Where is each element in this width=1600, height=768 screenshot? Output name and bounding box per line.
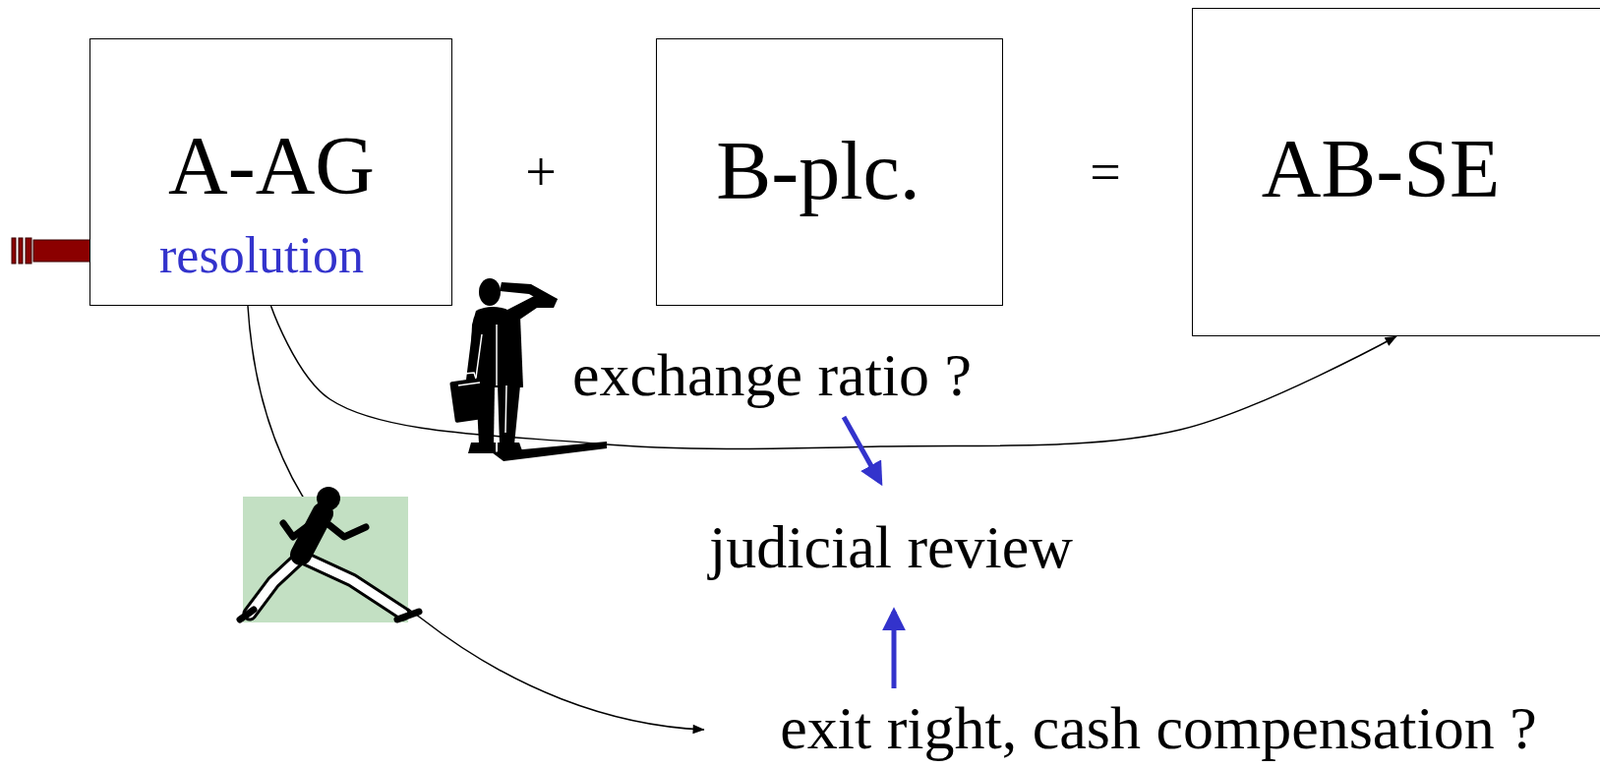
question-label: exchange ratio ? [570,341,974,409]
company-box: A-AG resolution [89,38,453,306]
company-name: AB-SE [1261,123,1501,215]
resolution-text: resolution [159,227,364,284]
running-man-figure [239,486,419,623]
company-name: B-plc. [715,125,921,217]
plus-sign: + [523,142,559,204]
review-arrow [843,416,881,482]
review-arrow [891,611,897,689]
company-box: B-plc. [655,38,1004,306]
company-box: AB-SE [1191,7,1600,337]
equals-sign: = [1087,142,1124,204]
review-label: judicial review [707,513,1075,581]
question-label: exit right, cash compensation ? [777,694,1540,762]
company-name: A-AG [168,120,375,212]
